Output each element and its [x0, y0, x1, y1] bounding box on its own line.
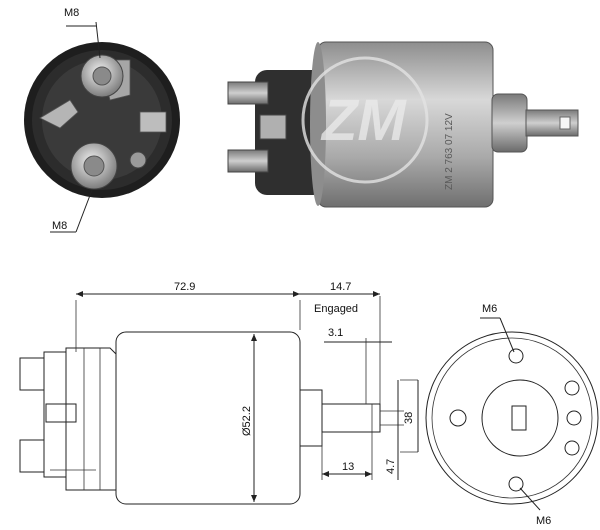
leader-bottom — [75, 189, 93, 233]
plunger-nose — [491, 93, 528, 153]
side-stud-top — [227, 81, 269, 105]
label-m6-top: M6 — [482, 303, 497, 315]
watermark-logo — [301, 56, 429, 184]
dim-length: 72.9 — [174, 281, 195, 293]
label-m8-top: M8 — [64, 7, 79, 19]
drawing-stud-top — [19, 357, 45, 391]
body-marking: ZM 2 763 07 12V — [444, 113, 455, 190]
end-view-boss — [481, 379, 559, 457]
side-cap — [255, 70, 325, 195]
drawing-cap — [65, 347, 117, 491]
dim-diameter: Ø52.2 — [241, 406, 253, 436]
drawing-side-view: 72.9 14.7 Engaged 3.1 Ø52.2 13 4.7 38 — [19, 281, 418, 505]
dim-height: 38 — [403, 412, 415, 424]
dim-stroke: 3.1 — [328, 327, 343, 339]
photo-side-view: ZM ZM 2 763 07 12V — [227, 41, 579, 208]
label-m8-bottom: M8 — [52, 220, 67, 232]
label-m6-bottom: M6 — [536, 515, 551, 527]
end-view-slot — [511, 405, 527, 431]
watermark-text: ZM — [320, 88, 407, 153]
terminal-bracket — [39, 99, 79, 129]
dim-slot: 4.7 — [385, 459, 397, 474]
drawing-end-view: M6 M6 — [417, 303, 599, 527]
mount-hole-bottom — [508, 476, 524, 492]
dim-plunger: 13 — [342, 461, 354, 473]
leader-m6-top — [499, 317, 515, 353]
leader-m6-bottom — [519, 487, 541, 511]
dim-travel: 14.7 — [330, 281, 351, 293]
photo-front-view: M8 M8 — [24, 7, 180, 233]
leader-top — [95, 21, 101, 59]
dim-travel-note: Engaged — [314, 303, 358, 315]
drawing-body — [115, 331, 301, 505]
small-terminal-tab — [139, 111, 167, 133]
drawing-stud-bottom — [19, 439, 45, 473]
drawing-nose — [299, 389, 323, 447]
mount-hole-top — [508, 348, 524, 364]
drawing-plunger — [321, 403, 381, 433]
side-stud-bottom — [227, 149, 269, 173]
end-view-outline — [425, 331, 599, 505]
